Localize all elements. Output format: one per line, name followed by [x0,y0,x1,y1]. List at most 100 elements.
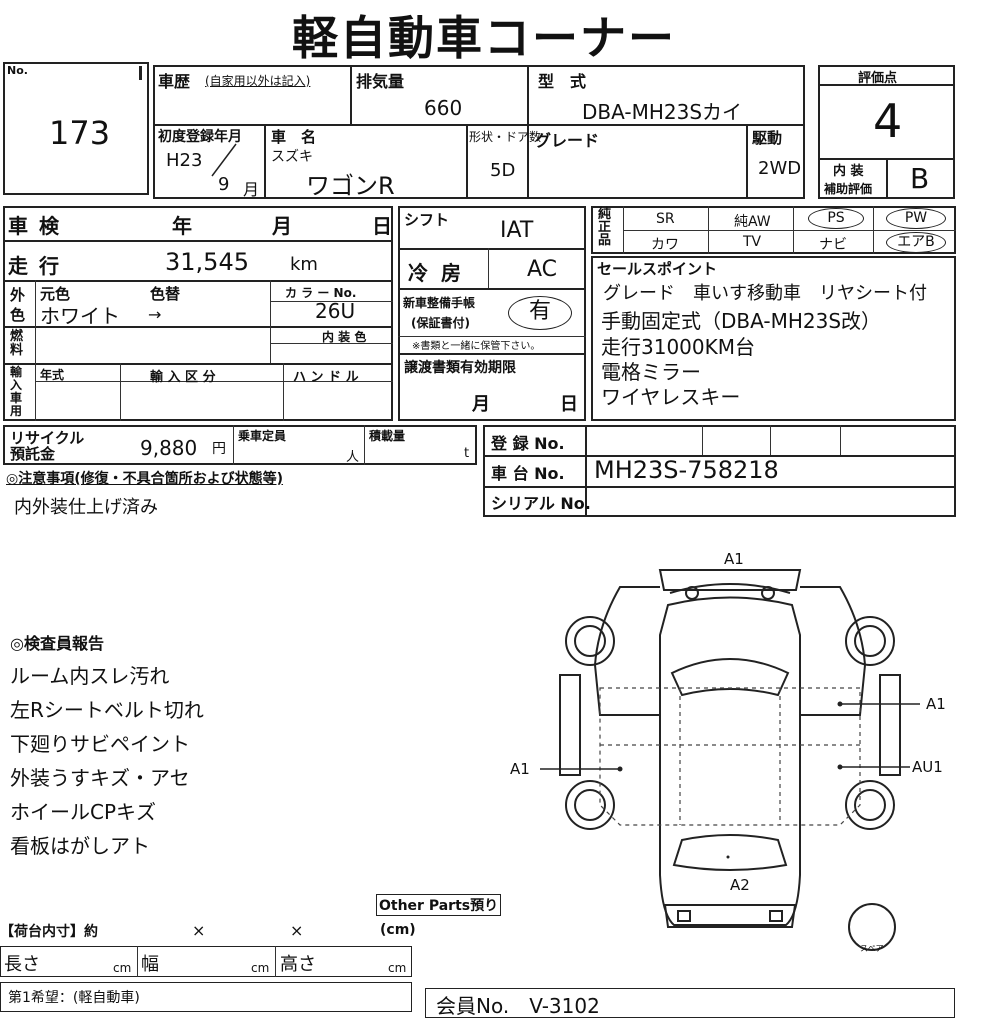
color-orig-label: 元色 [40,285,71,303]
page-title: 軽自動車コーナー [292,11,676,65]
first-reg-era: H23 [166,150,203,171]
score-value: 4 [873,94,903,148]
sales-point-line-2: 手動固定式（DBA-MH23S改） [601,309,882,333]
sales-point-line-4: 電格ミラー [601,360,701,384]
sales-point-line-3: 走行31000KM台 [601,335,755,359]
recycle-label-sub: 預託金 [10,445,56,463]
transfer-month: 月 [472,394,490,415]
aircon-value: AC [527,257,558,282]
dims-width: 幅 [141,954,159,975]
car-damage-diagram [540,569,920,951]
wish-text: 第1希望：(軽自動車) [8,990,140,1006]
sales-point-line-1: グレード 車いす移動車 リヤシート付 [603,283,927,304]
interior-score-sub: 補助評価 [824,182,873,196]
shift-value: IAT [500,218,534,243]
member-text: 会員No. V-3102 [436,994,600,1018]
inspection-day: 日 [372,214,392,238]
aircon-label: 冷 房 [408,261,464,285]
chassis-label: 車 台 No. [491,464,565,483]
inspector-line-3: 下廻りサビペイント [10,732,190,756]
lot-label: No. [7,64,28,77]
model-label: 型 式 [538,72,587,91]
registration-grid [483,425,956,517]
first-reg-label: 初度登録年月 [158,129,242,145]
drive-value: 2WD [758,158,802,179]
inspector-line-1: ルーム内スレ汚れ [10,664,170,688]
mileage-label: 走 行 [8,254,61,278]
spare-label: スペア [860,944,884,953]
fuel-label: 燃料 [10,329,24,358]
caution-text: 内外装仕上げ済み [14,497,158,518]
option-sr: SR [656,211,675,227]
options-side-label: 純正品 [598,207,612,248]
car-name-label: 車 名 [271,128,317,146]
vehicle-details-grid [3,206,393,421]
recycle-label: リサイクル [10,429,85,447]
doors-label: 形状・ドア数 [469,130,542,144]
damage-mark-right-front: A1 [926,695,946,713]
dims-row [0,946,412,977]
recycle-unit: 円 [212,441,226,457]
caution-label: ◎注意事項(修復・不具合箇所および状態等) [6,471,284,487]
load-unit: t [464,446,470,461]
color-arrow: → [148,305,162,324]
option-leather: カワ [651,237,679,253]
color-side-label-1: 外 [10,286,26,304]
dims-length: 長さ [4,954,40,975]
recycle-row [3,425,477,465]
import-type-label: 輸 入 区 分 [150,370,216,385]
interior-score-value: B [910,162,930,195]
manual-value-circle: 有 [508,296,572,330]
damage-mark-right-rear: AU1 [912,758,943,776]
registration-label: 登 録 No. [491,434,565,453]
dims-length-unit: cm [113,961,132,975]
recycle-value: 9,880 [140,436,198,460]
displacement-label: 排気量 [356,72,405,91]
cargo-x-2: × [290,921,304,940]
other-parts-box: Other Parts預り [376,894,502,916]
option-airbag-circle: エアB [886,232,946,253]
inspector-line-6: 看板はがしアト [10,834,150,858]
inspection-year: 年 [172,214,192,238]
option-navi: ナビ [819,237,847,253]
handle-label: ハ ン ド ル [293,370,359,385]
sales-points-label: セールスポイント [597,260,718,278]
damage-mark-left: A1 [510,760,530,778]
cargo-unit: (cm) [380,922,416,938]
import-label: 輸入車用 [10,365,23,418]
mileage-value: 31,545 [165,248,249,276]
capacity-label: 乗車定員 [238,429,287,443]
cargo-x-1: × [192,921,206,940]
history-label: 車歴 [158,72,191,91]
car-name: ワゴンR [306,172,395,200]
color-value: ホワイト [40,304,120,328]
first-reg-month-unit: 月 [243,180,260,199]
inspector-line-5: ホイールCPキズ [10,800,157,824]
inspector-line-2: 左Rシートベルト切れ [10,698,204,722]
capacity-unit: 人 [346,450,360,465]
option-pw-circle: PW [886,208,946,229]
dims-height: 高さ [280,954,316,975]
slash-divider [211,143,237,177]
inspector-label: ◎検査員報告 [10,634,104,653]
inspection-label: 車 検 [8,214,61,238]
dims-width-unit: cm [251,961,270,975]
color-code: 26U [315,299,356,323]
cargo-label: 【荷台内寸】約 [0,924,98,940]
model-value: DBA-MH23Sカイ [582,100,743,124]
history-note: (自家用以外は記入) [205,74,311,88]
manual-note: ※書類と一緒に保管下さい。 [412,341,541,352]
damage-mark-front: A1 [724,550,744,568]
load-label: 積載量 [369,429,406,443]
manual-label: 新車整備手帳 [403,296,476,310]
shift-grid [398,206,586,421]
color-change-label: 色替 [150,285,181,303]
option-ps-circle: PS [808,208,864,229]
transfer-day: 日 [560,394,578,415]
interior-score-label: 内 装 [833,164,864,179]
serial-label: シリアル No. [491,494,591,513]
shift-label: シフト [404,211,450,229]
inspection-month: 月 [272,214,292,238]
score-label: 評価点 [858,71,898,86]
displacement-value: 660 [424,96,463,120]
